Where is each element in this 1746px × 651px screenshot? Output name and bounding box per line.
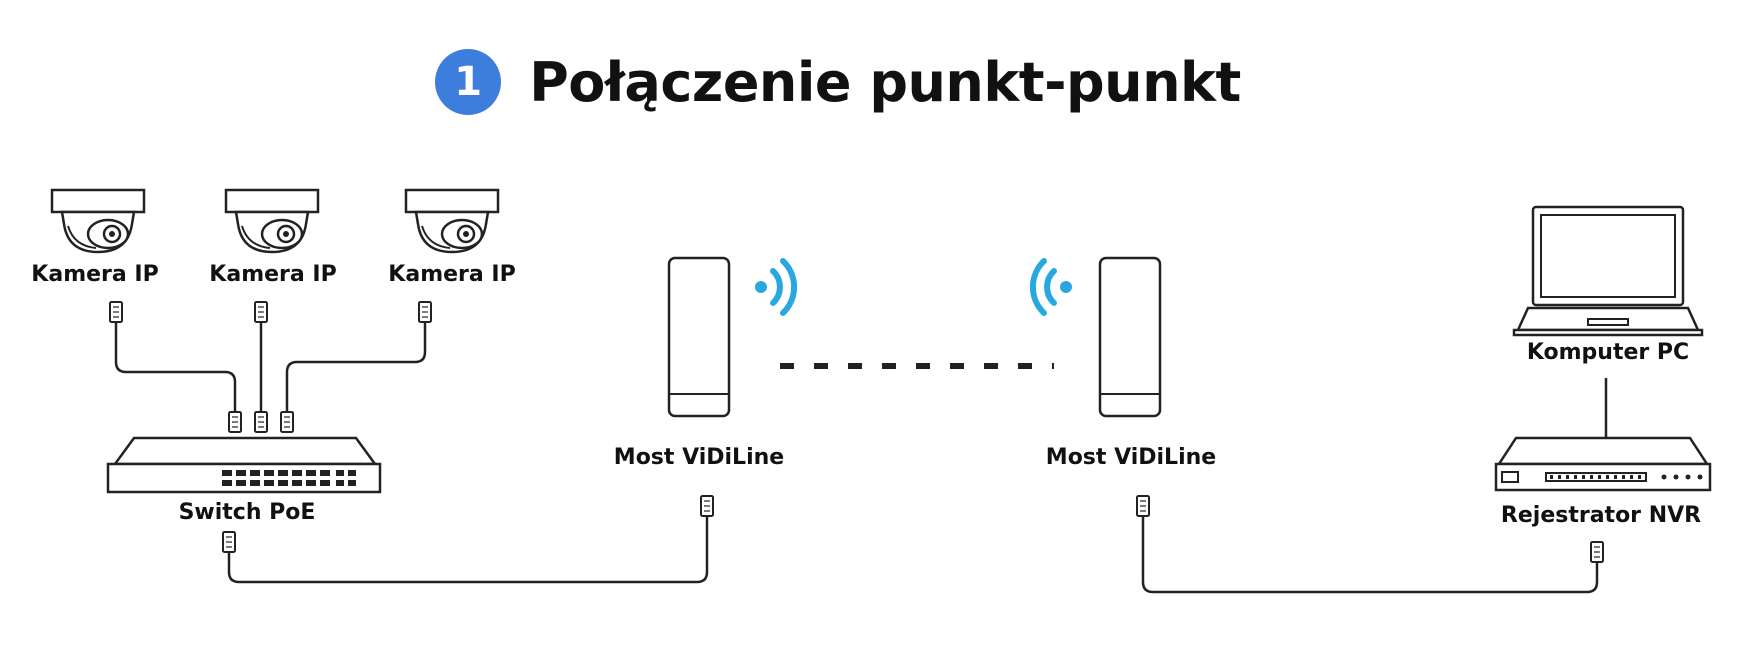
- switch-label: Switch PoE: [178, 500, 316, 525]
- camera-cables: [114, 322, 427, 412]
- laptop-icon: [1512, 205, 1704, 337]
- step-number-badge: 1: [435, 49, 502, 115]
- wireless-bridge-right-icon: [1098, 256, 1162, 418]
- camera-2-label: Kamera IP: [209, 262, 337, 287]
- diagram-header: 1 Połączenie punkt-punkt: [0, 46, 1746, 118]
- bridge-nvr-cable: [1136, 495, 1604, 594]
- wireless-bridge-left-icon: [667, 256, 731, 418]
- switch-bridge-cable: [222, 495, 714, 584]
- camera-3-label: Kamera IP: [388, 262, 516, 287]
- camera-1-label: Kamera IP: [31, 262, 159, 287]
- camera-3-icon: [404, 188, 500, 254]
- poe-switch-icon: [106, 436, 382, 494]
- nvr-recorder-icon: [1494, 436, 1712, 492]
- camera-1-icon: [50, 188, 146, 254]
- recorder-label: Rejestrator NVR: [1500, 503, 1702, 528]
- wifi-signal-right-icon: [1029, 258, 1072, 316]
- camera-2-icon: [224, 188, 320, 254]
- rj45-connector-icon: [109, 301, 432, 433]
- diagram-title: Połączenie punkt-punkt: [529, 50, 1241, 114]
- computer-label: Komputer PC: [1526, 340, 1690, 365]
- wifi-signal-left-icon: [755, 258, 798, 316]
- bridge-left-label: Most ViDiLine: [613, 445, 785, 470]
- bridge-right-label: Most ViDiLine: [1045, 445, 1217, 470]
